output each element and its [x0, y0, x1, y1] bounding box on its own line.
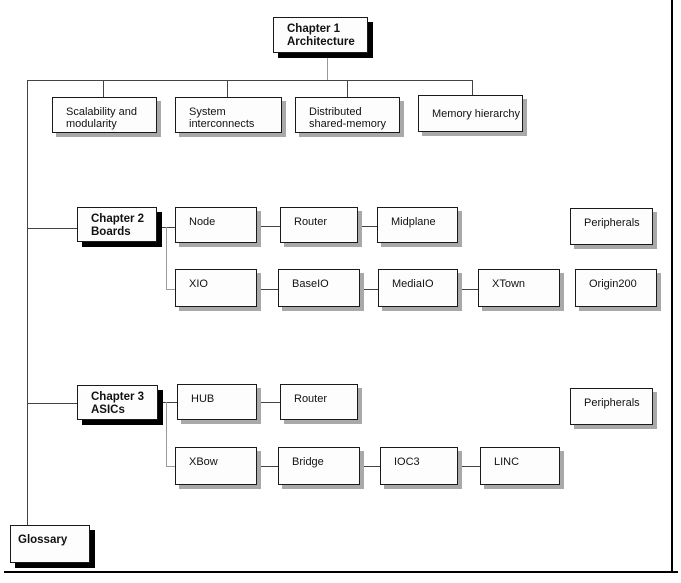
node-label: MediaIO	[392, 278, 434, 290]
connector-junction-xbow	[166, 466, 175, 467]
node-peripherals-asics[interactable]: Peripherals	[570, 388, 653, 425]
node-baseio[interactable]: BaseIO	[278, 269, 360, 307]
node-chapter1-architecture[interactable]: Chapter 1 Architecture	[273, 17, 368, 53]
node-label: Router	[294, 393, 328, 405]
node-router-boards[interactable]: Router	[280, 207, 358, 243]
connector-hub-router	[257, 402, 280, 403]
connector-ioc3-linc	[458, 466, 480, 467]
node-label: Memory hierarchy	[432, 108, 521, 120]
node-label: Origin200	[589, 278, 637, 290]
connector-mediaio-xtown	[458, 289, 478, 290]
node-label: IOC3	[394, 456, 420, 468]
connector-left-spine	[27, 80, 28, 525]
node-scalability-modularity[interactable]: Scalability and modularity	[52, 97, 157, 133]
node-bridge[interactable]: Bridge	[278, 447, 360, 485]
node-label: Node	[189, 216, 216, 228]
node-label: modularity	[66, 118, 117, 130]
frame-right-edge	[671, 0, 673, 573]
node-label: Architecture	[287, 36, 355, 48]
connector-chapter3-hub	[160, 402, 177, 403]
node-label: Scalability and	[66, 106, 137, 118]
node-system-interconnects[interactable]: System interconnects	[175, 97, 282, 133]
connector-junction-xio	[166, 289, 175, 290]
node-chapter3-asics[interactable]: Chapter 3 ASICs	[77, 385, 158, 420]
node-label: System	[189, 106, 226, 118]
node-label: Chapter 1	[287, 23, 341, 35]
node-label: Chapter 3	[91, 391, 145, 403]
node-midplane[interactable]: Midplane	[377, 207, 458, 243]
node-label: Router	[294, 216, 328, 228]
connector-drop-scalability	[103, 80, 104, 97]
connector-xbow-bridge	[257, 466, 278, 467]
node-linc[interactable]: LINC	[480, 447, 560, 485]
node-peripherals-boards[interactable]: Peripherals	[570, 208, 653, 245]
node-label: Peripherals	[584, 397, 640, 409]
connector-chapter3-junction	[166, 402, 167, 467]
node-label: XTown	[492, 278, 526, 290]
connector-baseio-mediaio	[360, 289, 378, 290]
connector-chapter2-node	[160, 227, 175, 228]
connector-branch-chapter2	[27, 228, 77, 229]
node-label: Boards	[91, 226, 131, 238]
node-label: LINC	[494, 456, 520, 468]
connector-topics-bus	[27, 80, 473, 81]
node-ioc3[interactable]: IOC3	[380, 447, 458, 485]
connector-router-midplane	[358, 226, 377, 227]
connector-drop-memory	[472, 80, 473, 95]
node-label: BaseIO	[292, 278, 329, 290]
node-xtown[interactable]: XTown	[478, 269, 560, 307]
node-label: Chapter 2	[91, 213, 145, 225]
node-label: HUB	[191, 393, 215, 405]
connector-branch-chapter3	[27, 403, 77, 404]
node-node[interactable]: Node	[175, 207, 257, 243]
node-label: XBow	[189, 456, 218, 468]
node-label: Midplane	[391, 216, 436, 228]
connector-drop-system	[227, 80, 228, 97]
node-origin200[interactable]: Origin200	[575, 269, 657, 307]
connector-xio-baseio	[257, 289, 278, 290]
frame-bottom-edge	[4, 571, 678, 573]
connector-node-router	[257, 226, 280, 227]
node-label: shared-memory	[309, 118, 387, 130]
node-label: interconnects	[189, 118, 255, 130]
node-label: Peripherals	[584, 217, 640, 229]
node-hub[interactable]: HUB	[177, 384, 257, 420]
connector-drop-distributed	[347, 80, 348, 97]
connector-chapter2-junction	[166, 227, 167, 289]
node-xio[interactable]: XIO	[175, 269, 257, 307]
node-xbow[interactable]: XBow	[175, 447, 257, 485]
node-label: XIO	[189, 278, 208, 290]
node-label: Glossary	[18, 534, 68, 546]
node-mediaio[interactable]: MediaIO	[378, 269, 458, 307]
node-memory-hierarchy[interactable]: Memory hierarchy	[418, 95, 523, 132]
node-distributed-shared-memory[interactable]: Distributed shared-memory	[295, 97, 400, 133]
node-glossary[interactable]: Glossary	[10, 525, 90, 563]
connector-chapter1-drop	[327, 53, 328, 81]
node-label: ASICs	[91, 404, 125, 416]
node-label: Bridge	[292, 456, 324, 468]
connector-bridge-ioc3	[360, 466, 380, 467]
node-router-asics[interactable]: Router	[280, 384, 358, 420]
node-label: Distributed	[309, 106, 362, 118]
node-chapter2-boards[interactable]: Chapter 2 Boards	[77, 207, 157, 242]
